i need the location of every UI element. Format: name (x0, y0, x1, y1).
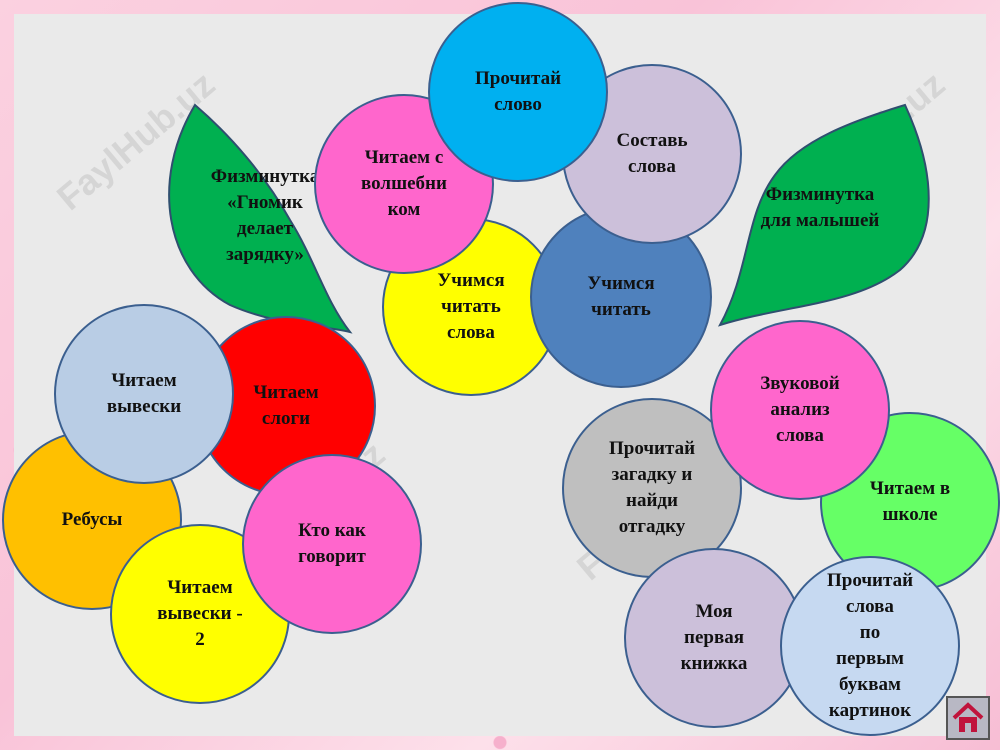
bubble-moya-pervaya-knizhka[interactable]: Моя первая книжка (624, 548, 804, 728)
bubble-label: Прочитай слова по первым буквам картинок (826, 570, 914, 721)
leaf-right-icon (717, 103, 930, 327)
bubble-chitaem-vyveski-2[interactable]: Читаем вывески - 2 (110, 524, 290, 704)
bubble-label: Кто как говорит (298, 520, 366, 567)
leaf-left-label[interactable]: Физминутка «Гномик делает зарядку» (210, 166, 320, 265)
bubble-zvukovoi-analiz[interactable]: Звуковой анализ слова (710, 320, 890, 500)
leaf-left-icon (168, 103, 353, 334)
bubble-label: Учимся читать (587, 273, 655, 320)
bubble-label: Читаем вывески - 2 (157, 577, 243, 650)
home-button[interactable] (946, 696, 990, 740)
bubble-prochitai-po-bukvam[interactable]: Прочитай слова по первым буквам картинок (780, 556, 960, 736)
bubble-label: Моя первая книжка (680, 601, 748, 674)
bubble-label: Читаем в школе (869, 478, 951, 525)
bubble-prochitai-slovo[interactable]: Прочитай слово (428, 2, 608, 182)
bubble-label: Прочитай загадку и найди отгадку (608, 438, 696, 537)
leaf-right-label[interactable]: Физминутка для малышей (760, 184, 880, 231)
bubble-label: Составь слова (616, 130, 688, 177)
bubble-sostav-slova[interactable]: Составь слова (562, 64, 742, 244)
bubble-label: Читаем с волшебни ком (361, 147, 447, 220)
bubble-label: Ребусы (61, 509, 123, 530)
bubble-label: Читаем вывески (106, 370, 182, 417)
bubble-label: Учимся читать слова (437, 270, 505, 343)
bubble-kto-kak-govorit[interactable]: Кто как говорит (242, 454, 422, 634)
bubble-label: Звуковой анализ слова (760, 373, 840, 446)
home-icon (952, 702, 984, 732)
bubble-label: Читаем слоги (253, 382, 319, 429)
bubble-label: Прочитай слово (474, 68, 562, 115)
bubble-chitaem-vyveski[interactable]: Читаем вывески (54, 304, 234, 484)
